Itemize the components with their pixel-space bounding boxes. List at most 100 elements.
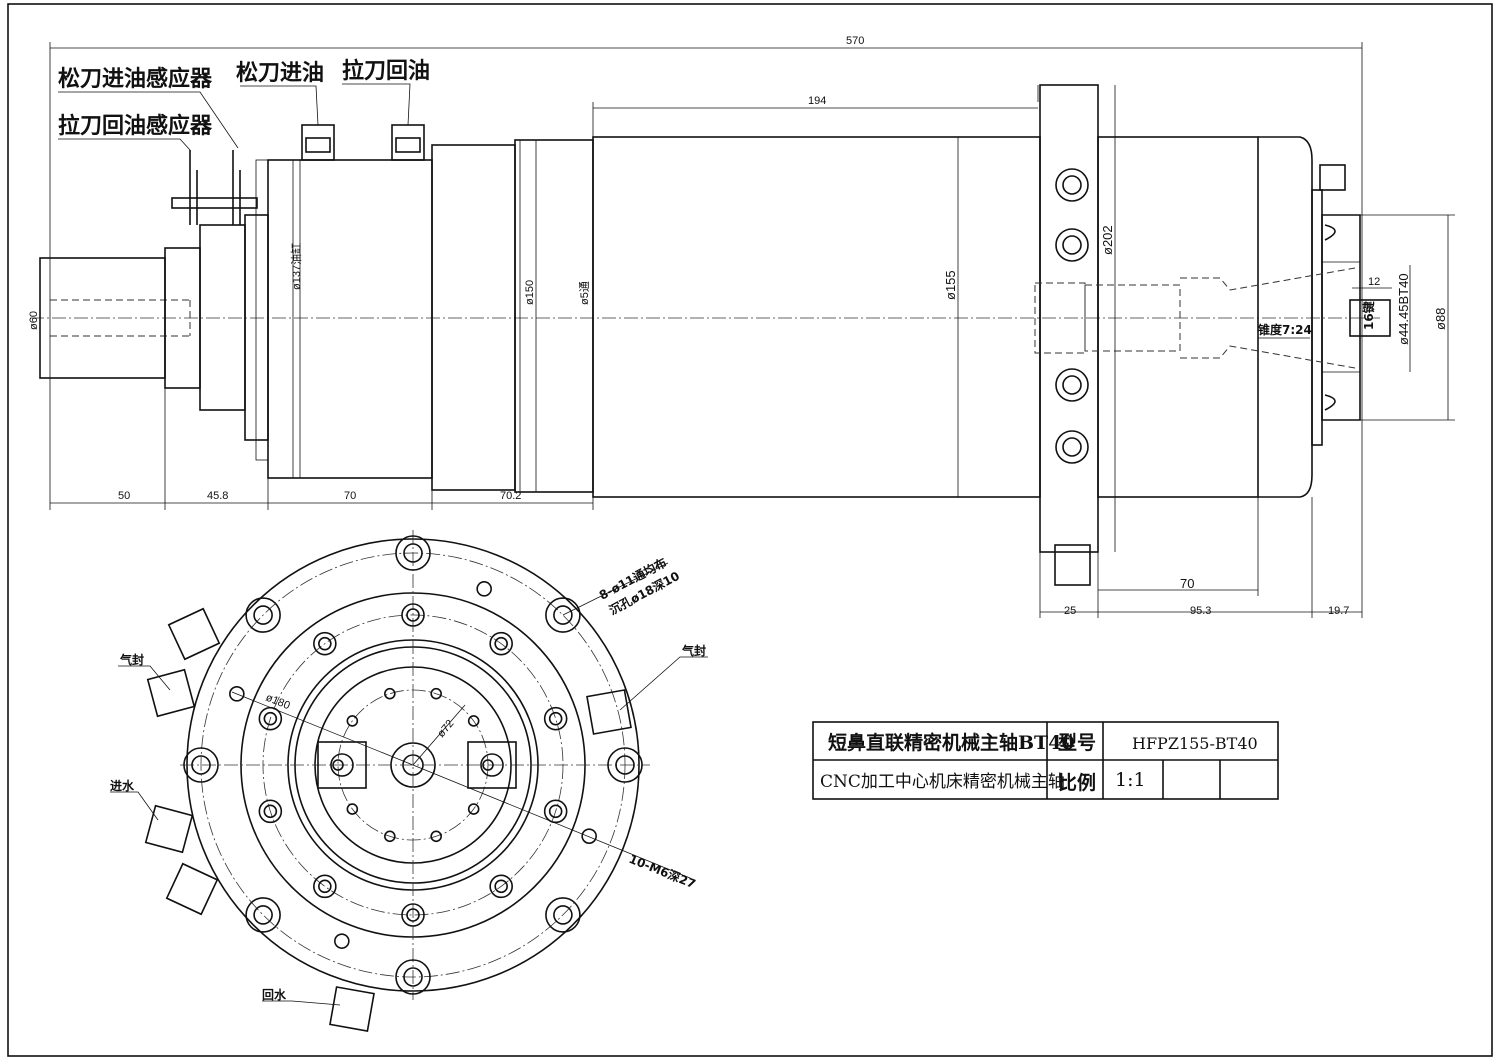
- side-view-labels: 松刀进油感应器 拉刀回油感应器 松刀进油 拉刀回油 570 194 50 45.…: [28, 35, 1448, 617]
- dim-dia-202: ø202: [1100, 225, 1115, 255]
- tapped-hole: [313, 631, 337, 656]
- tapped-hole: [258, 799, 283, 824]
- dim-seg2: 45.8: [207, 490, 228, 502]
- tapped-hole: [548, 711, 563, 726]
- label-release-oil-in: 松刀进油: [236, 60, 324, 86]
- model-label: 型号: [1058, 731, 1096, 754]
- dim-dia-150: ø150: [524, 280, 536, 305]
- tapped-hole: [401, 603, 425, 627]
- tapped-hole: [494, 636, 508, 651]
- sensor-plate: [199, 224, 246, 411]
- label-air-seal-left: 气封: [119, 652, 144, 667]
- dim-key-width: 12: [1368, 276, 1380, 288]
- bolt-hole: [615, 755, 635, 775]
- tapped-hole: [489, 874, 513, 899]
- bolt-hole: [403, 543, 423, 563]
- label-clamp-oil-return: 拉刀回油: [342, 58, 430, 84]
- title-name: 短鼻直联精密机械主轴BT40: [828, 731, 1075, 754]
- inner-hole: [346, 715, 359, 727]
- title-block: 短鼻直联精密机械主轴BT40 CNC加工中心机床精密机械主轴 型号 HFPZ15…: [812, 721, 1279, 800]
- front-view: 气封 气封 进水 回水 8-ø11通均布 沉孔ø18深10 10-M6深27 ø…: [110, 530, 708, 1032]
- dim-seg1: 50: [118, 490, 130, 502]
- dim-dia-shaft: ø60: [28, 311, 40, 330]
- tapped-hole: [406, 608, 420, 622]
- dim-seg4: 70.2: [500, 490, 521, 502]
- mounting-flange: [1039, 84, 1099, 553]
- pin-hole: [229, 686, 245, 702]
- inner-hole: [482, 759, 494, 771]
- bolt-hole: [553, 605, 573, 625]
- inner-hole: [467, 803, 480, 815]
- bolt-hole: [253, 605, 273, 625]
- inner-hole: [346, 803, 359, 815]
- pin-hole: [334, 933, 350, 949]
- label-water-in: 进水: [110, 778, 135, 793]
- cylinder-cover: [244, 214, 269, 441]
- scale-value: 1:1: [1115, 769, 1146, 791]
- bolt-hole: [553, 905, 573, 925]
- dim-dia-72: ø72: [435, 718, 456, 740]
- pin-hole: [476, 581, 492, 597]
- bolt-hole: [607, 747, 643, 783]
- bolt-hole: [183, 747, 219, 783]
- dim-dia-155: ø155: [943, 270, 958, 300]
- drive-key: [1349, 299, 1391, 337]
- oil-fitting-return: [391, 124, 425, 161]
- dim-dia-137: ø137油缸: [289, 243, 303, 290]
- main-housing: [592, 136, 1041, 498]
- dim-flange-to-end: 95.3: [1190, 605, 1211, 617]
- tapped-hole: [548, 804, 563, 819]
- title-subtitle: CNC加工中心机床精密机械主轴: [820, 772, 1065, 792]
- tapped-hole: [489, 631, 513, 656]
- tapped-hole: [406, 908, 420, 922]
- clamp-block-right: [467, 741, 517, 789]
- label-water-return: 回水: [262, 987, 287, 1002]
- scale-label: 比例: [1058, 771, 1096, 794]
- dim-flange-width: 25: [1064, 605, 1076, 617]
- label-air-seal-right: 气封: [681, 643, 706, 658]
- tapped-hole: [494, 879, 508, 894]
- pin-hole: [581, 828, 597, 844]
- taper-bore: [1180, 267, 1356, 369]
- tapped-hole: [543, 706, 568, 731]
- inner-hole: [430, 687, 442, 700]
- dim-flange-to-nose: 70: [1180, 576, 1194, 591]
- body-section-2: [431, 144, 516, 491]
- dim-overall-length: 570: [846, 35, 864, 47]
- dim-nose-length: 19.7: [1328, 605, 1349, 617]
- inner-hole: [384, 687, 396, 700]
- inner-hole: [384, 830, 396, 843]
- label-release-oil-sensor: 松刀进油感应器: [58, 66, 213, 92]
- bolt-hole: [403, 967, 423, 987]
- bolt-hole: [395, 535, 431, 571]
- inner-hole: [467, 715, 480, 727]
- dim-body-length: 194: [808, 95, 826, 107]
- body-section-3: [514, 139, 594, 493]
- side-view: [30, 42, 1455, 618]
- bolt-hole: [253, 905, 273, 925]
- front-view-fittings: [144, 607, 632, 1032]
- bolt-hole: [395, 959, 431, 995]
- sensor-bracket: [171, 197, 258, 209]
- front-view-holes: [183, 535, 643, 995]
- label-key: 16键: [1361, 301, 1376, 330]
- label-tapped-holes: 10-M6深27: [627, 851, 698, 891]
- bolt-hole: [245, 597, 281, 633]
- inner-hole: [430, 830, 442, 843]
- drawing-border: [7, 3, 1493, 1057]
- bolt-hole: [545, 597, 581, 633]
- bolt-hole: [545, 897, 581, 933]
- tapped-hole: [543, 799, 568, 824]
- tapped-hole: [318, 879, 332, 894]
- flange-fittings: [1054, 168, 1091, 586]
- tapped-hole: [401, 903, 425, 927]
- oil-fitting-release: [301, 124, 335, 161]
- label-return-oil-sensor: 拉刀回油感应器: [58, 113, 213, 139]
- dim-dia-taper: ø44.45BT40: [1396, 273, 1411, 345]
- tapped-hole: [263, 711, 278, 726]
- dim-dia-180: ø180: [264, 692, 292, 713]
- front-housing: [1097, 136, 1259, 498]
- dim-dia-88: ø88: [1433, 308, 1448, 330]
- dim-dia-5: ø5通: [578, 281, 591, 305]
